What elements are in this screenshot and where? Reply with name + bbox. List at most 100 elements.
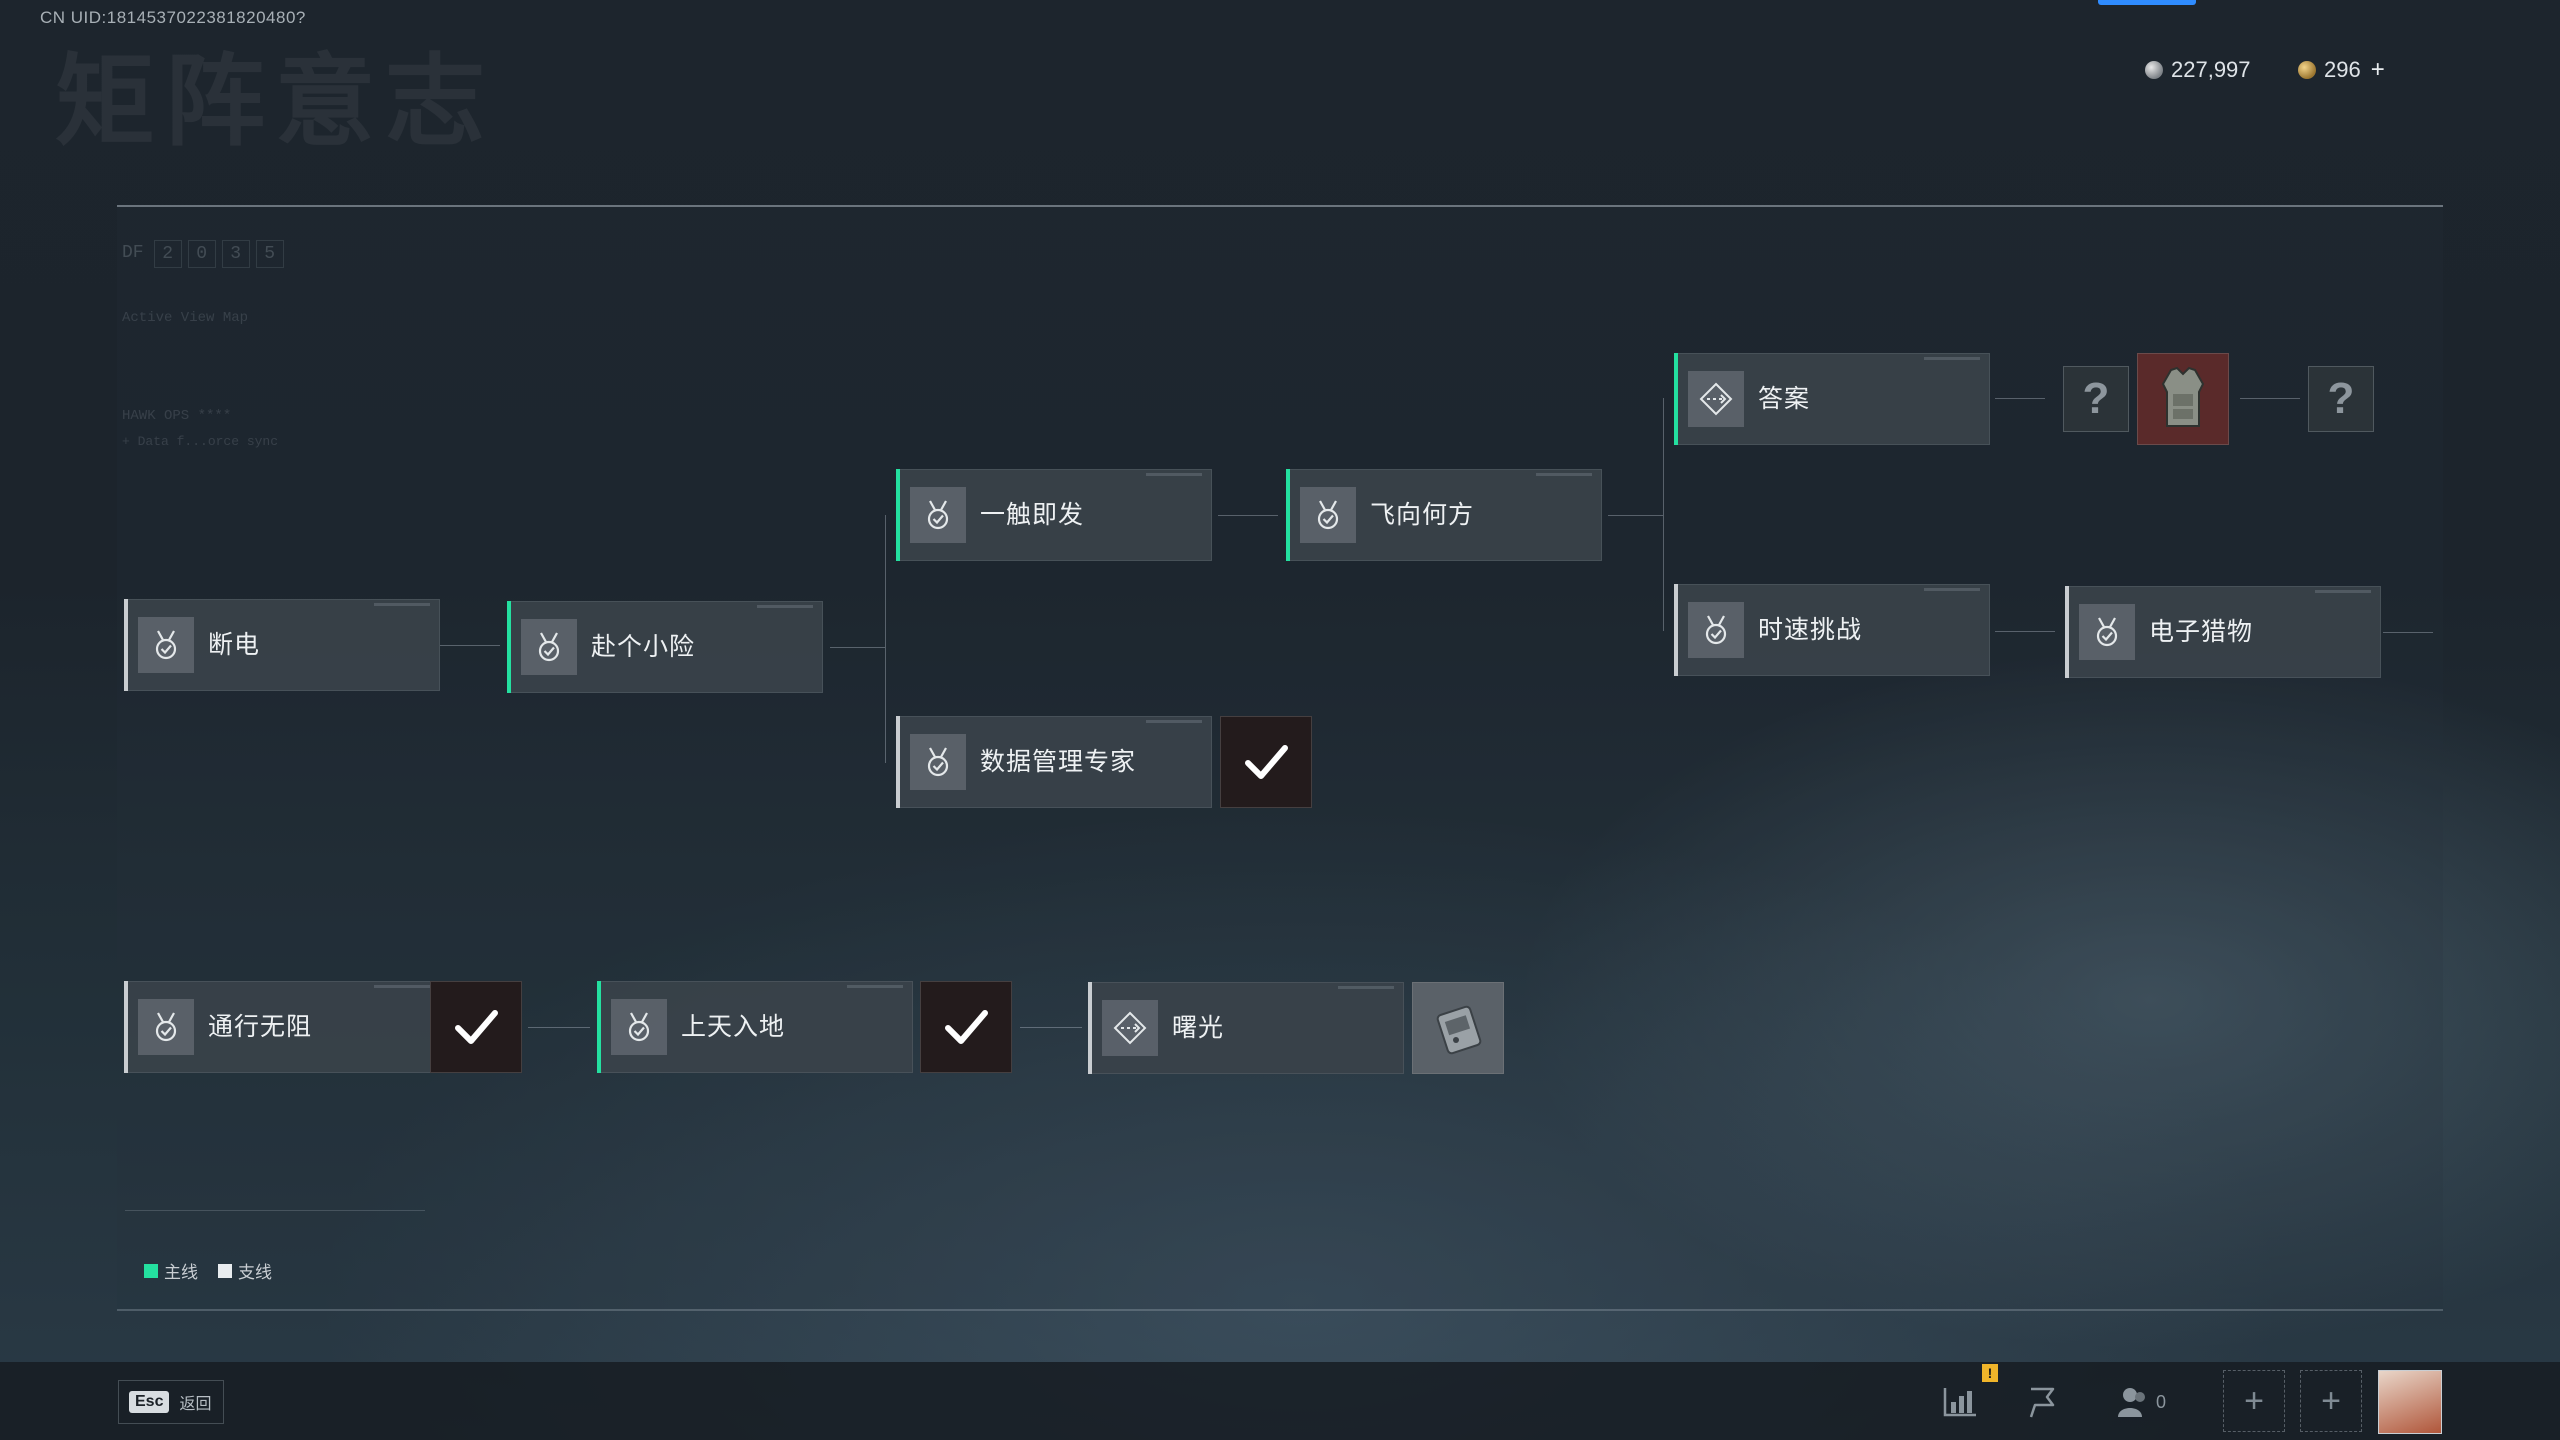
df-digit: 0	[187, 240, 216, 268]
deco-text: Active View Map	[122, 310, 249, 326]
back-button[interactable]: Esc 返回	[118, 1380, 225, 1424]
mission-node-fugexiaoxian[interactable]: 赴个小险	[507, 601, 823, 693]
node-deco	[2315, 590, 2371, 593]
node-deco	[374, 603, 430, 606]
node-deco	[847, 985, 903, 988]
side-line-swatch	[218, 1263, 232, 1278]
node-deco	[757, 605, 813, 608]
reward-claimed[interactable]	[920, 981, 1012, 1073]
df-digit: 5	[255, 240, 284, 268]
mission-name: 飞向何方	[1370, 501, 1475, 529]
deco-text: + Data f...orce sync	[122, 434, 279, 449]
mission-node-tongxingwuzu[interactable]: 通行无阻	[124, 981, 440, 1073]
medal-icon	[1688, 602, 1744, 658]
gold-coin-icon	[2298, 61, 2316, 79]
gold-currency: 296 +	[2298, 56, 2385, 84]
mission-name: 时速挑战	[1758, 616, 1863, 644]
medal-icon	[1300, 487, 1356, 543]
mission-node-yichujifa[interactable]: 一触即发	[896, 469, 1212, 561]
stats-icon[interactable]	[1936, 1378, 1984, 1426]
side-line-marker	[124, 981, 128, 1073]
main-line-swatch	[144, 1263, 158, 1278]
checkmark-icon	[455, 1010, 498, 1044]
medal-icon	[2079, 604, 2135, 660]
mission-name: 通行无阻	[208, 1013, 313, 1041]
legend-main: 主线	[144, 1258, 198, 1283]
node-deco	[374, 985, 430, 988]
node-deco	[1338, 986, 1394, 989]
locked-diamond-icon	[1102, 1000, 1158, 1056]
top-tab-indicator[interactable]	[2098, 0, 2196, 5]
df-label: DF	[122, 243, 144, 263]
friends-count: 0	[2156, 1391, 2167, 1412]
node-deco	[1146, 473, 1202, 476]
df-code: DF 2 0 3 5	[122, 240, 284, 268]
divider	[125, 1210, 425, 1211]
connector	[1218, 515, 1278, 516]
node-deco	[1924, 357, 1980, 360]
reward-claimed[interactable]	[430, 981, 522, 1073]
mission-node-dianzilewu[interactable]: 电子猎物	[2065, 586, 2381, 678]
mission-node-daan[interactable]: 答案	[1674, 353, 1990, 445]
reward-gadget-item[interactable]	[1412, 982, 1504, 1074]
avatar[interactable]	[2378, 1370, 2442, 1434]
mission-name: 曙光	[1172, 1014, 1225, 1042]
mission-node-duandian[interactable]: 断电	[124, 599, 440, 691]
connector	[440, 645, 500, 646]
side-line-marker	[1674, 584, 1678, 676]
legend-side: 支线	[218, 1258, 272, 1283]
unknown-reward[interactable]: ?	[2063, 366, 2129, 432]
team-slot-add-icon[interactable]: +	[2300, 1370, 2362, 1432]
reward-armor-item[interactable]	[2137, 353, 2229, 445]
node-deco	[1536, 473, 1592, 476]
silver-coin-icon	[2145, 61, 2163, 79]
connector	[830, 647, 885, 648]
team-slot-add-icon[interactable]: +	[2223, 1370, 2285, 1432]
unknown-reward[interactable]: ?	[2308, 366, 2374, 432]
friends-button[interactable]: 0	[2116, 1378, 2186, 1426]
body-armor-icon	[2161, 366, 2205, 427]
connector	[885, 515, 886, 763]
medal-icon	[611, 999, 667, 1055]
node-deco	[1924, 588, 1980, 591]
mission-name: 上天入地	[681, 1013, 786, 1041]
connector	[1663, 398, 1664, 631]
main-line-marker	[896, 469, 900, 561]
df-digit: 3	[221, 240, 250, 268]
connector	[1995, 398, 2045, 399]
connector	[2240, 398, 2300, 399]
gadget-icon	[1436, 1005, 1482, 1055]
main-line-marker	[1286, 469, 1290, 561]
side-line-marker	[896, 716, 900, 808]
mission-node-feixianghefang[interactable]: 飞向何方	[1286, 469, 1602, 561]
silver-amount: 227,997	[2171, 57, 2251, 82]
add-currency-button[interactable]: +	[2370, 56, 2385, 83]
back-label: 返回	[179, 1396, 212, 1413]
main-line-marker	[1674, 353, 1678, 445]
alert-badge: !	[1982, 1364, 1998, 1382]
mission-node-shisutiaozhan[interactable]: 时速挑战	[1674, 584, 1990, 676]
connector	[528, 1027, 590, 1028]
main-line-marker	[597, 981, 601, 1073]
mission-name: 一触即发	[980, 501, 1085, 529]
connector	[1020, 1027, 1082, 1028]
mission-name: 断电	[208, 631, 261, 659]
mission-node-shuguang[interactable]: 曙光	[1088, 982, 1404, 1074]
flag-icon[interactable]	[2018, 1378, 2066, 1426]
legend: 主线 支线	[144, 1258, 292, 1283]
player-uid: CN UID:1814537022381820480?	[40, 8, 306, 27]
side-line-marker	[2065, 586, 2069, 678]
mission-name: 赴个小险	[591, 633, 696, 661]
mission-node-shangtianrudi[interactable]: 上天入地	[597, 981, 913, 1073]
locked-diamond-icon	[1688, 371, 1744, 427]
legend-side-label: 支线	[238, 1263, 272, 1282]
legend-main-label: 主线	[164, 1263, 198, 1282]
mission-node-shujuguanlizhuanjia[interactable]: 数据管理专家	[896, 716, 1212, 808]
silver-currency: 227,997	[2145, 56, 2251, 84]
side-line-marker	[1088, 982, 1092, 1074]
medal-icon	[138, 617, 194, 673]
medal-icon	[138, 999, 194, 1055]
medal-icon	[910, 734, 966, 790]
gold-amount: 296	[2324, 57, 2361, 82]
reward-claimed[interactable]	[1220, 716, 1312, 808]
